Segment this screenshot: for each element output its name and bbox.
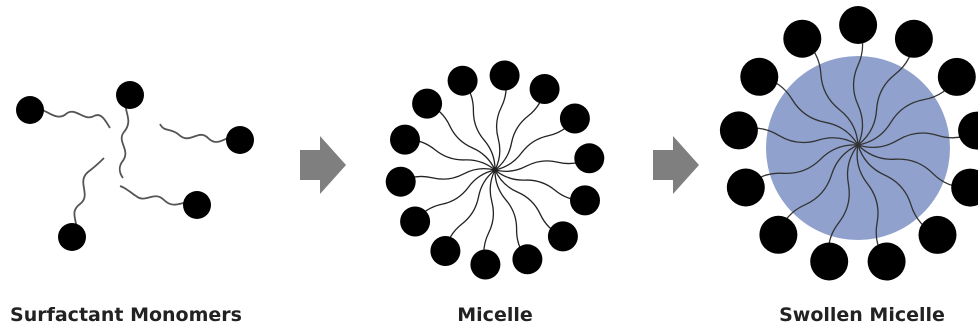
monomer-tail (71, 157, 105, 238)
surfactant-tail (483, 169, 496, 265)
surfactant-tail (462, 80, 496, 171)
micelle-tails (400, 75, 590, 265)
surfactant-tail (777, 144, 859, 235)
surfactant-tail (856, 144, 888, 262)
surfactant-tail (801, 38, 859, 146)
monomer-tail (159, 123, 241, 143)
caption-surfactant-monomers: Surfactant Monomers (10, 304, 242, 326)
swollen-micelle-heads (719, 6, 978, 281)
surfactant-tail (759, 76, 859, 146)
surfactant-head (547, 221, 578, 252)
surfactant-head (390, 124, 420, 155)
right-arrow-icon (300, 136, 346, 194)
surfactant-tail (414, 169, 496, 222)
surfactant-tail (738, 127, 859, 146)
surfactant-tail (400, 168, 496, 183)
surfactant-head (867, 242, 906, 281)
surfactant-head (759, 215, 798, 254)
monomer-tail (119, 185, 198, 206)
surfactant-tail (494, 169, 528, 260)
surfactant-head (470, 249, 501, 280)
surfactant-tail (852, 24, 864, 146)
surfactant-head (894, 19, 933, 58)
surfactant-tail (426, 103, 496, 171)
surfactant-head (559, 103, 590, 134)
surfactant-head (958, 111, 978, 150)
surfactant-tail (494, 75, 507, 171)
monomer-head (183, 191, 211, 219)
monomer-head (116, 81, 144, 109)
surfactant-tail (857, 76, 958, 146)
surfactant-tail (494, 118, 576, 171)
monomer-head (58, 223, 86, 251)
surfactant-head (937, 57, 976, 96)
micelle-heads (385, 60, 605, 280)
surfactant-head (447, 65, 478, 96)
monomer-tail (118, 94, 131, 179)
surfactant-head (726, 168, 765, 207)
surfactant-head (385, 166, 416, 197)
right-arrow-icon (653, 136, 699, 194)
surfactant-head (783, 19, 822, 58)
surfactant-tail (494, 157, 590, 172)
surfactant-head (740, 57, 779, 96)
surfactant-tail (857, 38, 915, 146)
surfactant-head (529, 74, 560, 104)
surfactant-head (839, 6, 878, 44)
monomer-head (226, 126, 254, 154)
surfactant-head (512, 244, 543, 275)
surfactant-tail (857, 144, 938, 236)
surfactant-head (430, 236, 461, 266)
surfactant-tail (494, 169, 586, 202)
monomer-tail (29, 107, 111, 129)
surfactant-head (810, 242, 849, 281)
surfactant-head (400, 206, 431, 237)
surfactant-tail (404, 138, 496, 171)
surfactant-monomers-group (16, 81, 254, 251)
micelle-group (385, 60, 605, 280)
swollen-micelle-tails (738, 24, 978, 262)
surfactant-head (574, 143, 605, 174)
surfactant-head (412, 88, 443, 119)
surfactant-head (719, 111, 758, 150)
surfactant-tail (857, 130, 978, 149)
surfactant-tail (494, 88, 546, 171)
caption-micelle: Micelle (457, 304, 533, 326)
surfactant-head (918, 215, 957, 254)
surfactant-tail (827, 144, 859, 262)
swollen-micelle-group (719, 6, 978, 281)
surfactant-head (951, 168, 978, 207)
surfactant-tail (857, 144, 971, 189)
surfactant-tail (444, 169, 496, 252)
surfactant-tail (494, 169, 564, 237)
surfactant-head (570, 185, 600, 216)
caption-swollen-micelle: Swollen Micelle (779, 304, 945, 326)
monomer-head (16, 96, 44, 124)
surfactant-tail (745, 144, 859, 188)
surfactant-head (489, 60, 520, 91)
